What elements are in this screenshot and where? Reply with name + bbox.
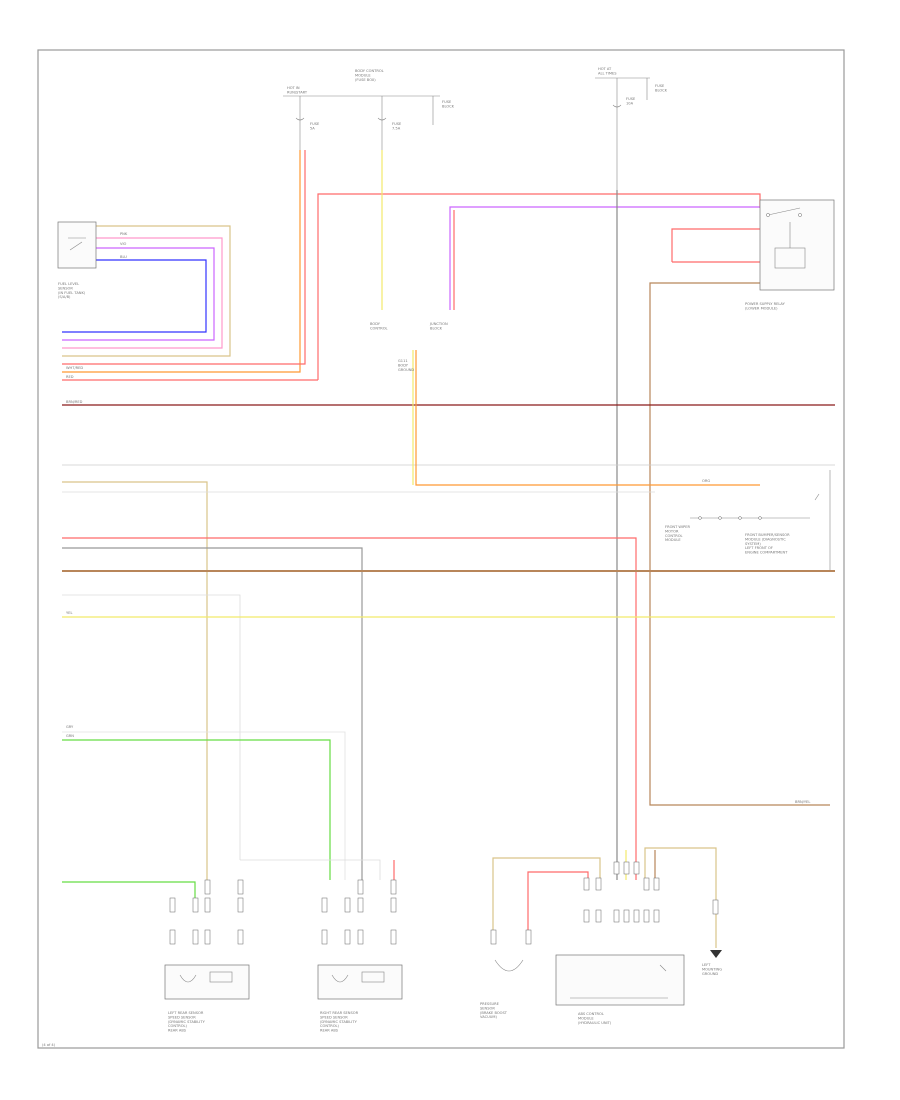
wire-lightgray-right bbox=[62, 731, 346, 880]
tag-brn-yel: BRN/YEL bbox=[795, 800, 810, 804]
wire-red-abs bbox=[62, 537, 637, 880]
tag-brn-red: BRN/RED bbox=[66, 400, 83, 404]
tag-red: RED bbox=[66, 375, 74, 379]
tag-pnk: PNK bbox=[120, 232, 128, 236]
wire-violet bbox=[449, 206, 760, 310]
wire-fuel-3 bbox=[62, 247, 215, 341]
wire-fuel-2 bbox=[62, 237, 223, 349]
wire-green-right bbox=[62, 739, 331, 880]
tag-gry: GRY bbox=[66, 725, 74, 729]
wire-orange-fuseA bbox=[62, 150, 301, 373]
tag-wht-red: WHT/RED bbox=[66, 366, 83, 370]
wire-tan-left bbox=[62, 481, 208, 880]
wire-tan-abs bbox=[644, 847, 717, 948]
wire-fuel-1 bbox=[62, 225, 231, 357]
wire-gray-right bbox=[62, 547, 363, 880]
tag-blu: BLU bbox=[120, 255, 127, 259]
abs-pins bbox=[583, 861, 660, 923]
wires bbox=[62, 150, 835, 948]
wire-red-upper bbox=[317, 193, 761, 380]
wire-lightgray-link bbox=[240, 859, 381, 880]
wire-tan-pressure bbox=[492, 857, 601, 940]
tag-vio: VIO bbox=[120, 242, 127, 246]
wire-lightgray-left bbox=[62, 594, 241, 860]
wire-fuel-blue bbox=[62, 259, 207, 333]
tag-grn: GRN bbox=[66, 734, 74, 738]
diagram-frame bbox=[37, 49, 845, 1049]
wire-orange-junction bbox=[415, 350, 760, 486]
tag-yel: YEL bbox=[66, 611, 72, 615]
right-rear-pins bbox=[321, 879, 397, 945]
wire-tags: WHT/RED RED YEL VIO BLU PNK ORG BRN/RED … bbox=[66, 232, 810, 804]
wire-red-relay-a bbox=[671, 228, 760, 262]
power-relay-label: POWER SUPPLY RELAY(LOWER MODULE) bbox=[745, 302, 786, 310]
tag-org: ORG bbox=[702, 479, 710, 483]
wire-fuel-red bbox=[62, 150, 306, 365]
power-supply-relay: POWER SUPPLY RELAY(LOWER MODULE) bbox=[745, 199, 835, 310]
wire-green-left bbox=[62, 881, 196, 905]
footer-label: (4 of 4) bbox=[42, 1043, 56, 1047]
wire-tan-relay-out bbox=[649, 282, 830, 806]
wire-red-pressure bbox=[527, 871, 589, 940]
left-rear-pins bbox=[169, 879, 244, 945]
